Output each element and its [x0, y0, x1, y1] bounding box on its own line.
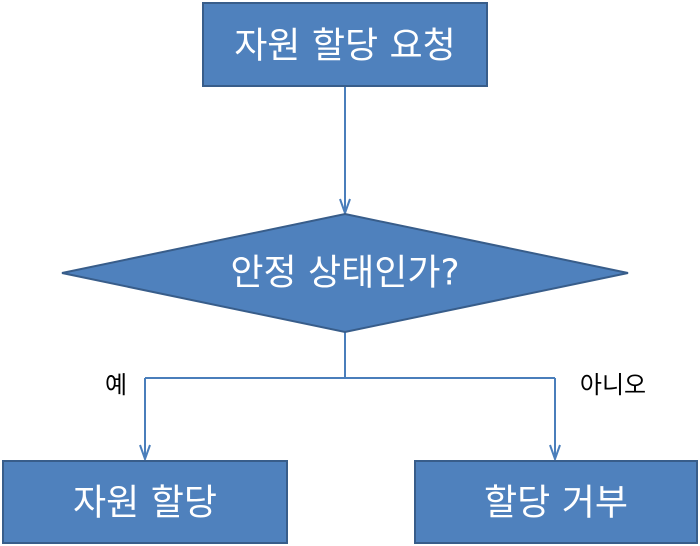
reject-process-shape [414, 460, 698, 544]
start-process-label: 자원 할당 요청 [234, 26, 456, 67]
allocate-process-box: 자원 할당 [2, 460, 288, 544]
no-branch-label: 아니오 [580, 371, 646, 399]
start-process-box: 자원 할당 요청 [202, 2, 488, 87]
decision-diamond: 안정 상태인가? [61, 212, 629, 334]
start-process-shape [202, 2, 488, 87]
reject-process-label: 할당 거부 [484, 483, 628, 524]
reject-process-box: 할당 거부 [414, 460, 698, 544]
allocate-process-label: 자원 할당 [73, 483, 217, 524]
yes-branch-label: 예 [105, 371, 127, 399]
decision-shape [61, 212, 629, 334]
decision-label: 안정 상태인가? [230, 253, 459, 294]
allocate-process-shape [2, 460, 288, 544]
